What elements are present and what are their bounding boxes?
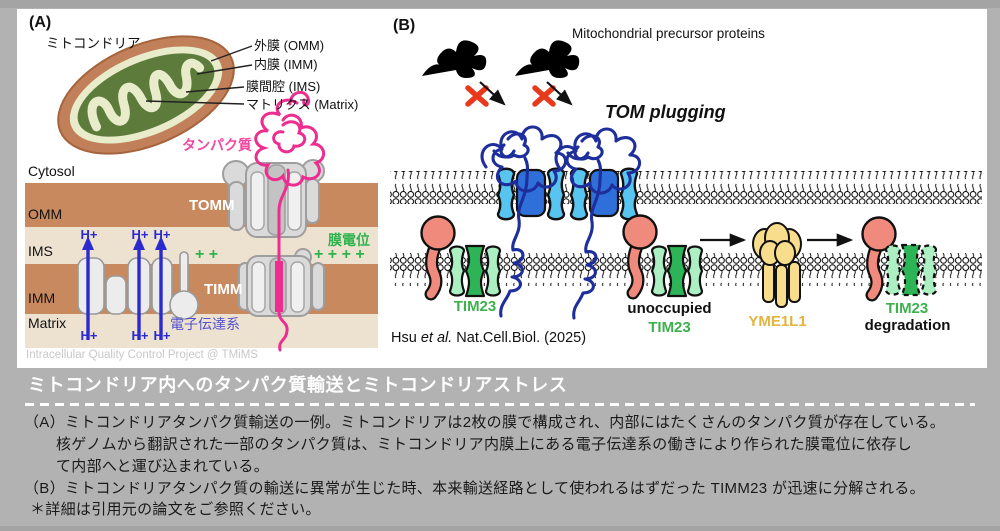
degradation-tim23-label: TIM23 [885,300,929,317]
plus-signs-left: + + [195,246,219,263]
yme1l1-label: YME1L1 [748,313,807,330]
caption-divider [25,403,975,406]
timm-label: TIMM [204,281,243,298]
imm-band [25,264,378,314]
watermark: Intracellular Quality Control Project @ … [26,349,258,361]
precursor-proteins-label: Mitochondrial precursor proteins [572,26,765,41]
tim23-label: TIM23 [453,298,497,315]
tomm-label: TOMM [189,197,235,214]
proton-label: H+ [153,328,171,343]
caption-note: ＊詳細は引用元の論文をご参照ください。 [30,501,321,518]
proton-label: H+ [80,328,98,343]
callout-ims: 膜間腔 (IMS) [246,79,321,94]
mitochondria-label: ミトコンドリア [46,36,141,51]
panel-a-label: (A) [29,14,52,31]
callout-imm: 内膜 (IMM) [254,57,318,72]
region-label-cytosol: Cytosol [28,163,75,179]
region-label-omm: OMM [28,206,63,222]
protein-label: タンパク質 [182,137,252,153]
unoccupied-label: unoccupied [627,300,712,317]
caption-line-a3: て内部へと運び込まれている。 [56,458,270,475]
proton-label: H+ [131,328,149,343]
caption-title: ミトコンドリア内へのタンパク質輸送とミトコンドリアストレス [28,375,568,395]
etc-label: 電子伝達系 [170,316,240,332]
plus-signs-right: + + + + [314,246,365,263]
window-top-strip [0,0,1000,8]
citation-post: Nat.Cell.Biol. (2025) [452,330,587,346]
callout-matrix: マトリクス (Matrix) [246,97,359,112]
membrane-potential-label: 膜電位 [328,232,370,248]
window-bottom-strip [0,526,1000,531]
proton-label: H+ [131,227,149,242]
proton-label: H+ [80,227,98,242]
caption-line-b: （B）ミトコンドリアタンパク質の輸送に異常が生じた時、本来輸送経路として使われる… [24,480,925,497]
citation-pre: Hsu [391,330,421,346]
tom-plugging-label: TOM plugging [605,102,726,122]
region-label-matrix: Matrix [28,315,67,331]
degradation-label: degradation [864,317,951,334]
unoccupied-tim23-label: TIM23 [648,319,691,336]
caption-line-a: （A）ミトコンドリアタンパク質輸送の一例。ミトコンドリアは2枚の膜で構成され、内… [24,414,946,431]
region-label-imm: IMM [28,290,56,306]
caption-line-a2: 核ゲノムから翻訳された一部のタンパク質は、ミトコンドリア内膜上にある電子伝達系の… [56,436,913,453]
panel-b-label: (B) [393,17,416,34]
citation: Hsu et al. Nat.Cell.Biol. (2025) [391,330,586,347]
citation-etal: et al. [420,330,453,346]
proton-label: H+ [153,227,171,242]
callout-omm: 外膜 (OMM) [254,38,325,53]
region-label-ims: IMS [28,243,53,259]
